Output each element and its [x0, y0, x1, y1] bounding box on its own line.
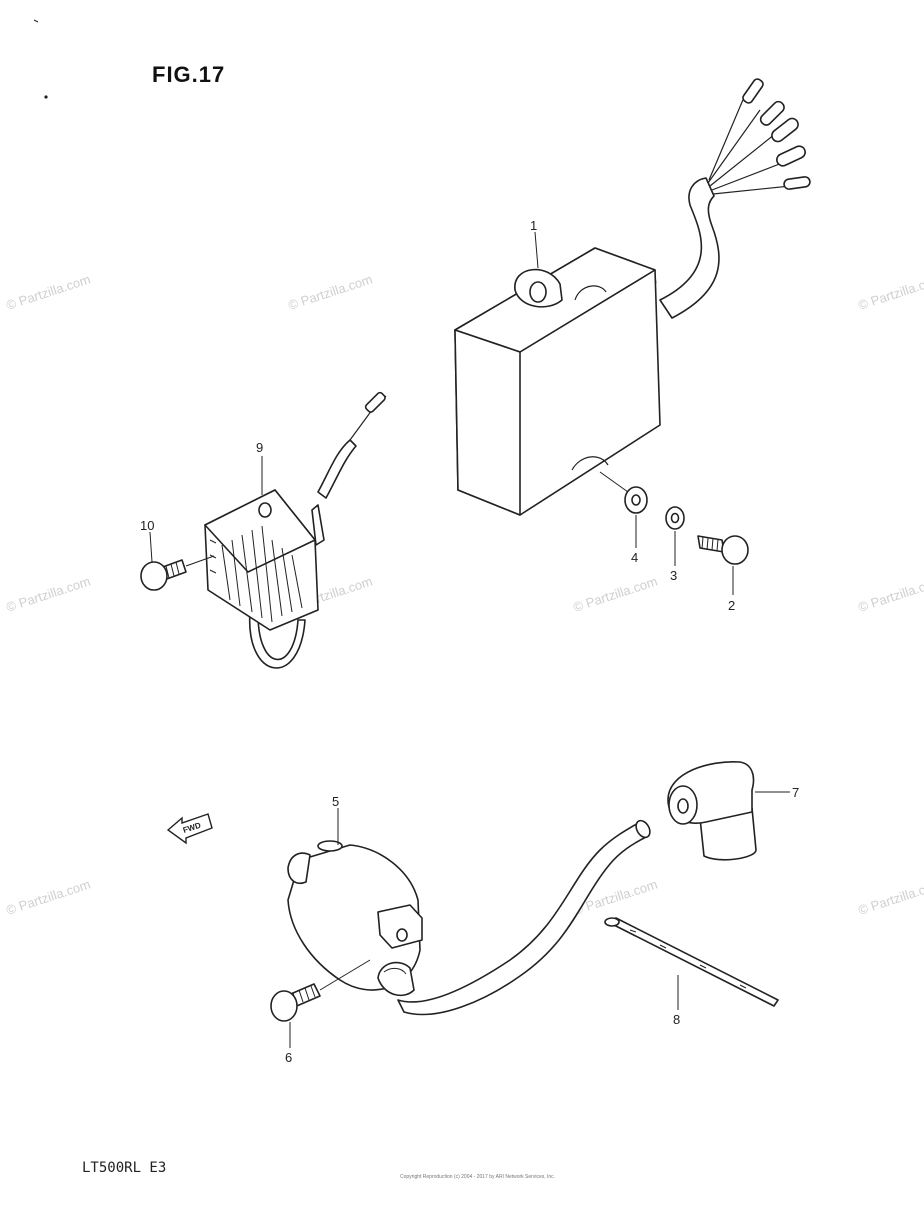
callout-8: 8 [673, 1012, 680, 1027]
callout-4: 4 [631, 550, 638, 565]
ignitor-unit[interactable] [454, 77, 811, 516]
watermark: © Partzilla.com [856, 574, 924, 615]
watermark: © Partzilla.com [4, 877, 92, 918]
watermark: © Partzilla.com [856, 272, 924, 313]
callout-9: 9 [256, 440, 263, 455]
callout-2: 2 [728, 598, 735, 613]
speck [33, 19, 39, 23]
regulator-screw[interactable] [140, 555, 215, 591]
watermark: © Partzilla.com [4, 272, 92, 313]
connector-pins [742, 78, 811, 190]
callout-10: 10 [140, 518, 154, 533]
figure-title: FIG.17 [152, 62, 225, 87]
callout-6: 6 [285, 1050, 292, 1065]
watermark: © Partzilla.com [571, 574, 659, 615]
model-code: LT500RL E3 [82, 1160, 166, 1176]
watermark: © Partzilla.com [856, 877, 924, 918]
callouts: 1 2 3 4 5 6 7 8 9 10 [140, 218, 799, 1065]
washer[interactable] [665, 506, 685, 530]
speck [44, 95, 48, 99]
cable-tie[interactable] [604, 917, 779, 1007]
screw[interactable] [697, 535, 749, 565]
callout-5: 5 [332, 794, 339, 809]
coil-screw[interactable] [270, 959, 371, 1022]
callout-1: 1 [530, 218, 537, 233]
watermark: © Partzilla.com [4, 574, 92, 615]
cushion[interactable] [624, 486, 648, 514]
regulator-rectifier[interactable] [204, 391, 387, 669]
watermark: © Partzilla.com [286, 272, 374, 313]
callout-7: 7 [792, 785, 799, 800]
plug-cap[interactable] [667, 761, 757, 861]
assembly-line [599, 471, 629, 493]
ignition-coil[interactable] [287, 818, 653, 1016]
callout-3: 3 [670, 568, 677, 583]
copyright-notice: Copyright Reproduction (c) 2004 - 2017 b… [400, 1174, 555, 1180]
fwd-arrow-icon: FWD [166, 813, 213, 845]
